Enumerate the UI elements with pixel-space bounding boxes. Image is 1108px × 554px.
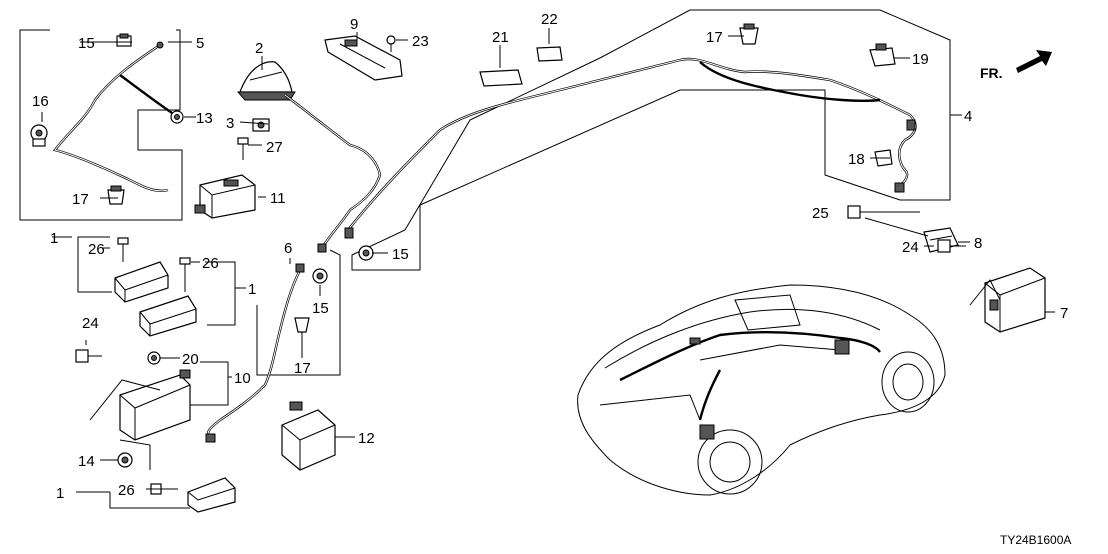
bolt-27 xyxy=(237,137,249,160)
pad-22 xyxy=(536,46,563,62)
cable-5 xyxy=(205,263,305,443)
callout-24-right: 24 xyxy=(902,239,919,256)
bracket-14-8 xyxy=(119,439,151,470)
leader-lines xyxy=(41,28,1055,493)
callout-14: 14 xyxy=(78,453,95,470)
diagram-code: TY24B1600A xyxy=(1000,533,1071,547)
nut-3 xyxy=(252,118,270,132)
callout-26-c: 26 xyxy=(118,482,135,499)
module-7 xyxy=(984,267,1046,333)
callout-8: 10 xyxy=(234,370,251,387)
callout-26-b: 26 xyxy=(202,255,219,272)
clip-17-left xyxy=(107,185,125,205)
grommet-15-cable5 xyxy=(312,268,328,284)
bracket-1c xyxy=(109,492,190,509)
roof-antenna-2 xyxy=(236,61,296,101)
callout-1-bottom: 1 xyxy=(56,485,64,502)
bolt-24-left xyxy=(75,349,102,363)
direction-label: FR. xyxy=(980,65,1003,81)
pad-21 xyxy=(479,69,523,87)
callout-16: 16 xyxy=(32,93,49,110)
callout-10: 9 xyxy=(350,16,358,33)
callout-1-left: 1 xyxy=(50,230,58,247)
unit-1-bottom xyxy=(187,477,236,513)
callout-11: 11 xyxy=(270,190,286,207)
callout-15-center: 15 xyxy=(392,246,409,263)
group-box-5 xyxy=(256,249,341,376)
bolt-26-b xyxy=(179,257,191,292)
unit-10 xyxy=(324,35,403,81)
callout-2: 2 xyxy=(255,40,263,57)
callout-19: 19 xyxy=(912,51,929,68)
callout-3: 3 xyxy=(226,115,234,132)
callout-20: 20 xyxy=(182,351,199,368)
callout-4: 4 xyxy=(964,108,972,125)
grommet-15-center xyxy=(358,245,374,261)
bracket-1a xyxy=(77,236,112,293)
group-box-4 xyxy=(351,9,951,271)
grommet-20 xyxy=(147,351,161,365)
callout-17-cable5: 17 xyxy=(294,360,311,377)
unit-8 xyxy=(119,369,191,441)
harness-4 xyxy=(344,57,917,239)
vehicle-outline xyxy=(577,284,946,496)
clip-16 xyxy=(30,124,48,147)
callout-9: 8 xyxy=(974,235,982,252)
callout-labels: 15 5 16 13 17 2 3 9 23 27 11 21 22 17 19… xyxy=(32,11,1068,502)
unit-12 xyxy=(281,401,336,471)
unit-1-upper xyxy=(114,261,169,303)
callout-17-left: 17 xyxy=(72,191,89,208)
clip-17-cable5 xyxy=(294,317,310,333)
bracket-24-8 xyxy=(89,379,161,421)
bolt-23 xyxy=(386,35,396,52)
callout-12: 12 xyxy=(358,430,375,447)
callout-26-a: 26 xyxy=(88,241,105,258)
nut-14 xyxy=(117,452,133,468)
callout-15-top: 15 xyxy=(78,35,95,52)
callout-13: 13 xyxy=(196,110,213,127)
bracket-8 xyxy=(180,361,229,406)
clip-15 xyxy=(116,33,132,47)
bolt-25 xyxy=(847,205,878,219)
callout-7: 7 xyxy=(1060,305,1068,322)
unit-1-lower xyxy=(139,295,197,337)
callout-15-cable5: 15 xyxy=(312,300,329,317)
grommet-13 xyxy=(170,110,184,124)
callout-5: 6 xyxy=(284,240,292,257)
group-box-6 xyxy=(19,29,183,221)
callout-6: 5 xyxy=(196,35,204,52)
callout-17-top: 17 xyxy=(706,29,723,46)
front-arrow-icon xyxy=(1016,50,1052,73)
callout-1-right: 1 xyxy=(248,281,256,298)
harness-6 xyxy=(52,41,176,192)
bracket-1b xyxy=(205,261,236,326)
callout-24-left: 24 xyxy=(82,315,99,332)
antenna-cable-2 xyxy=(284,94,382,253)
callout-22: 22 xyxy=(541,11,558,28)
bracket-25-9 xyxy=(864,217,929,237)
callout-18: 18 xyxy=(848,151,865,168)
callout-21: 21 xyxy=(492,29,509,46)
bolt-24-right xyxy=(937,239,966,253)
clip-17-top xyxy=(739,23,759,45)
module-11 xyxy=(194,174,256,219)
callout-25: 25 xyxy=(812,205,829,222)
bracket-24-7 xyxy=(969,279,1001,306)
callout-23: 23 xyxy=(412,33,429,50)
bolt-26-a xyxy=(117,237,129,262)
callout-27: 27 xyxy=(266,139,283,156)
clip-19 xyxy=(869,43,896,67)
